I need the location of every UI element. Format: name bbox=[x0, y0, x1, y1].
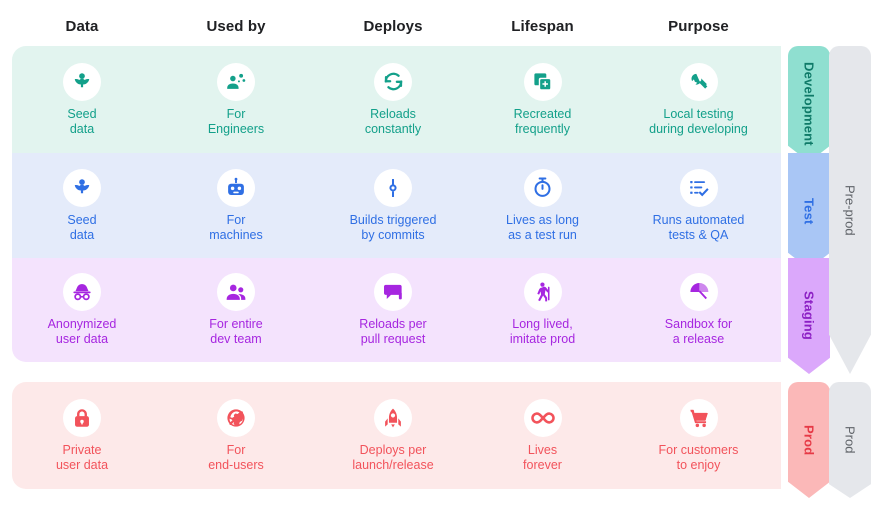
column-header-lifespan: Lifespan bbox=[511, 18, 574, 35]
cell-label: For entire dev team bbox=[209, 317, 263, 346]
cell-label: Seed data bbox=[67, 212, 97, 242]
cell-prod-data: Private user data bbox=[12, 382, 152, 489]
lock-icon bbox=[63, 398, 101, 437]
stage-chevron-prod: Prod bbox=[788, 382, 830, 498]
group-chevron-label: Prod bbox=[842, 426, 858, 454]
checklist-icon bbox=[679, 168, 718, 207]
reload-icon bbox=[374, 62, 412, 101]
cell-staging-used-by: For entire dev team bbox=[166, 258, 306, 362]
cell-label: Recreated frequently bbox=[513, 106, 572, 136]
stage-chevron-label: Development bbox=[801, 62, 817, 146]
cell-label: Anonymized user data bbox=[47, 317, 117, 346]
cell-label: For machines bbox=[209, 212, 263, 242]
cart-icon bbox=[679, 398, 718, 437]
cell-label: Reloads constantly bbox=[364, 106, 422, 136]
elderly-icon bbox=[523, 273, 562, 311]
stage-chevron-label: Test bbox=[801, 197, 817, 225]
group-chevron-label: Pre-prod bbox=[842, 184, 858, 236]
commit-icon bbox=[374, 168, 412, 207]
cell-staging-lifespan: Long lived, imitate prod bbox=[470, 258, 615, 362]
cell-label: For customers to enjoy bbox=[658, 442, 739, 472]
cell-label: For end-users bbox=[208, 442, 264, 472]
column-header-used-by: Used by bbox=[206, 18, 266, 35]
timer-icon bbox=[523, 168, 562, 207]
umbrella-icon bbox=[679, 273, 718, 311]
cell-test-lifespan: Lives as long as a test run bbox=[470, 153, 615, 258]
stage-chevron-development: Development bbox=[788, 46, 830, 162]
cell-staging-deploys: Reloads per pull request bbox=[318, 258, 468, 362]
infinity-icon bbox=[523, 398, 562, 437]
cell-label: Seed data bbox=[67, 106, 97, 136]
cell-development-lifespan: Recreated frequently bbox=[470, 46, 615, 153]
cell-prod-lifespan: Lives forever bbox=[470, 382, 615, 489]
cell-label: Lives forever bbox=[523, 442, 562, 472]
column-header-deploys: Deploys bbox=[363, 18, 423, 35]
cell-label: Sandbox for a release bbox=[664, 317, 733, 346]
cell-label: Private user data bbox=[55, 442, 109, 472]
cell-staging-purpose: Sandbox for a release bbox=[616, 258, 781, 362]
team-icon bbox=[217, 273, 255, 311]
engineers-icon bbox=[217, 62, 255, 101]
comments-icon bbox=[374, 273, 412, 311]
cell-prod-purpose: For customers to enjoy bbox=[616, 382, 781, 489]
cell-development-purpose: Local testing during developing bbox=[616, 46, 781, 153]
column-header-purpose: Purpose bbox=[668, 18, 729, 35]
cell-label: Lives as long as a test run bbox=[506, 212, 579, 242]
cell-label: Runs automated tests & QA bbox=[652, 212, 745, 242]
wrench-icon bbox=[679, 62, 718, 101]
stage-chevron-label: Prod bbox=[801, 424, 817, 456]
cell-prod-deploys: Deploys per launch/release bbox=[318, 382, 468, 489]
env-row-test: Seed data For machines Builds triggered by… bbox=[12, 153, 781, 258]
stage-chevron-staging: Staging bbox=[788, 258, 830, 374]
stage-chevron-label: Staging bbox=[801, 291, 817, 341]
column-header-data: Data bbox=[65, 18, 99, 35]
group-chevron-pre-prod: Pre-prod bbox=[829, 46, 871, 374]
cell-test-purpose: Runs automated tests & QA bbox=[616, 153, 781, 258]
cell-development-deploys: Reloads constantly bbox=[318, 46, 468, 153]
cell-staging-data: Anonymized user data bbox=[12, 258, 152, 362]
cell-label: Deploys per launch/release bbox=[352, 442, 434, 472]
cell-test-deploys: Builds triggered by commits bbox=[318, 153, 468, 258]
env-row-staging: Anonymized user data For entire dev team R… bbox=[12, 258, 781, 362]
env-row-prod: Private user data For end-users Deploys pe… bbox=[12, 382, 781, 489]
globe-off-icon bbox=[217, 398, 255, 437]
anonymous-icon bbox=[63, 273, 101, 311]
seed-icon bbox=[63, 62, 101, 101]
recreate-icon bbox=[523, 62, 562, 101]
cell-label: Reloads per pull request bbox=[359, 317, 427, 346]
group-chevron-prod: Prod bbox=[829, 382, 871, 498]
cell-label: Builds triggered by commits bbox=[349, 212, 437, 242]
cell-test-data: Seed data bbox=[12, 153, 152, 258]
cell-development-used-by: For Engineers bbox=[166, 46, 306, 153]
column-headers: Data Used by Deploys Lifespan Purpose bbox=[0, 0, 781, 46]
rocket-icon bbox=[374, 398, 412, 437]
cell-label: Local testing during developing bbox=[649, 106, 748, 136]
cell-label: For Engineers bbox=[207, 106, 265, 136]
robot-icon bbox=[217, 168, 255, 207]
seed-icon bbox=[63, 168, 101, 207]
cell-prod-used-by: For end-users bbox=[166, 382, 306, 489]
cell-label: Long lived, imitate prod bbox=[509, 317, 576, 346]
cell-test-used-by: For machines bbox=[166, 153, 306, 258]
cell-development-data: Seed data bbox=[12, 46, 152, 153]
stage-chevron-test: Test bbox=[788, 153, 830, 269]
env-row-development: Seed data For Engineers Reloads constantly… bbox=[12, 46, 781, 153]
